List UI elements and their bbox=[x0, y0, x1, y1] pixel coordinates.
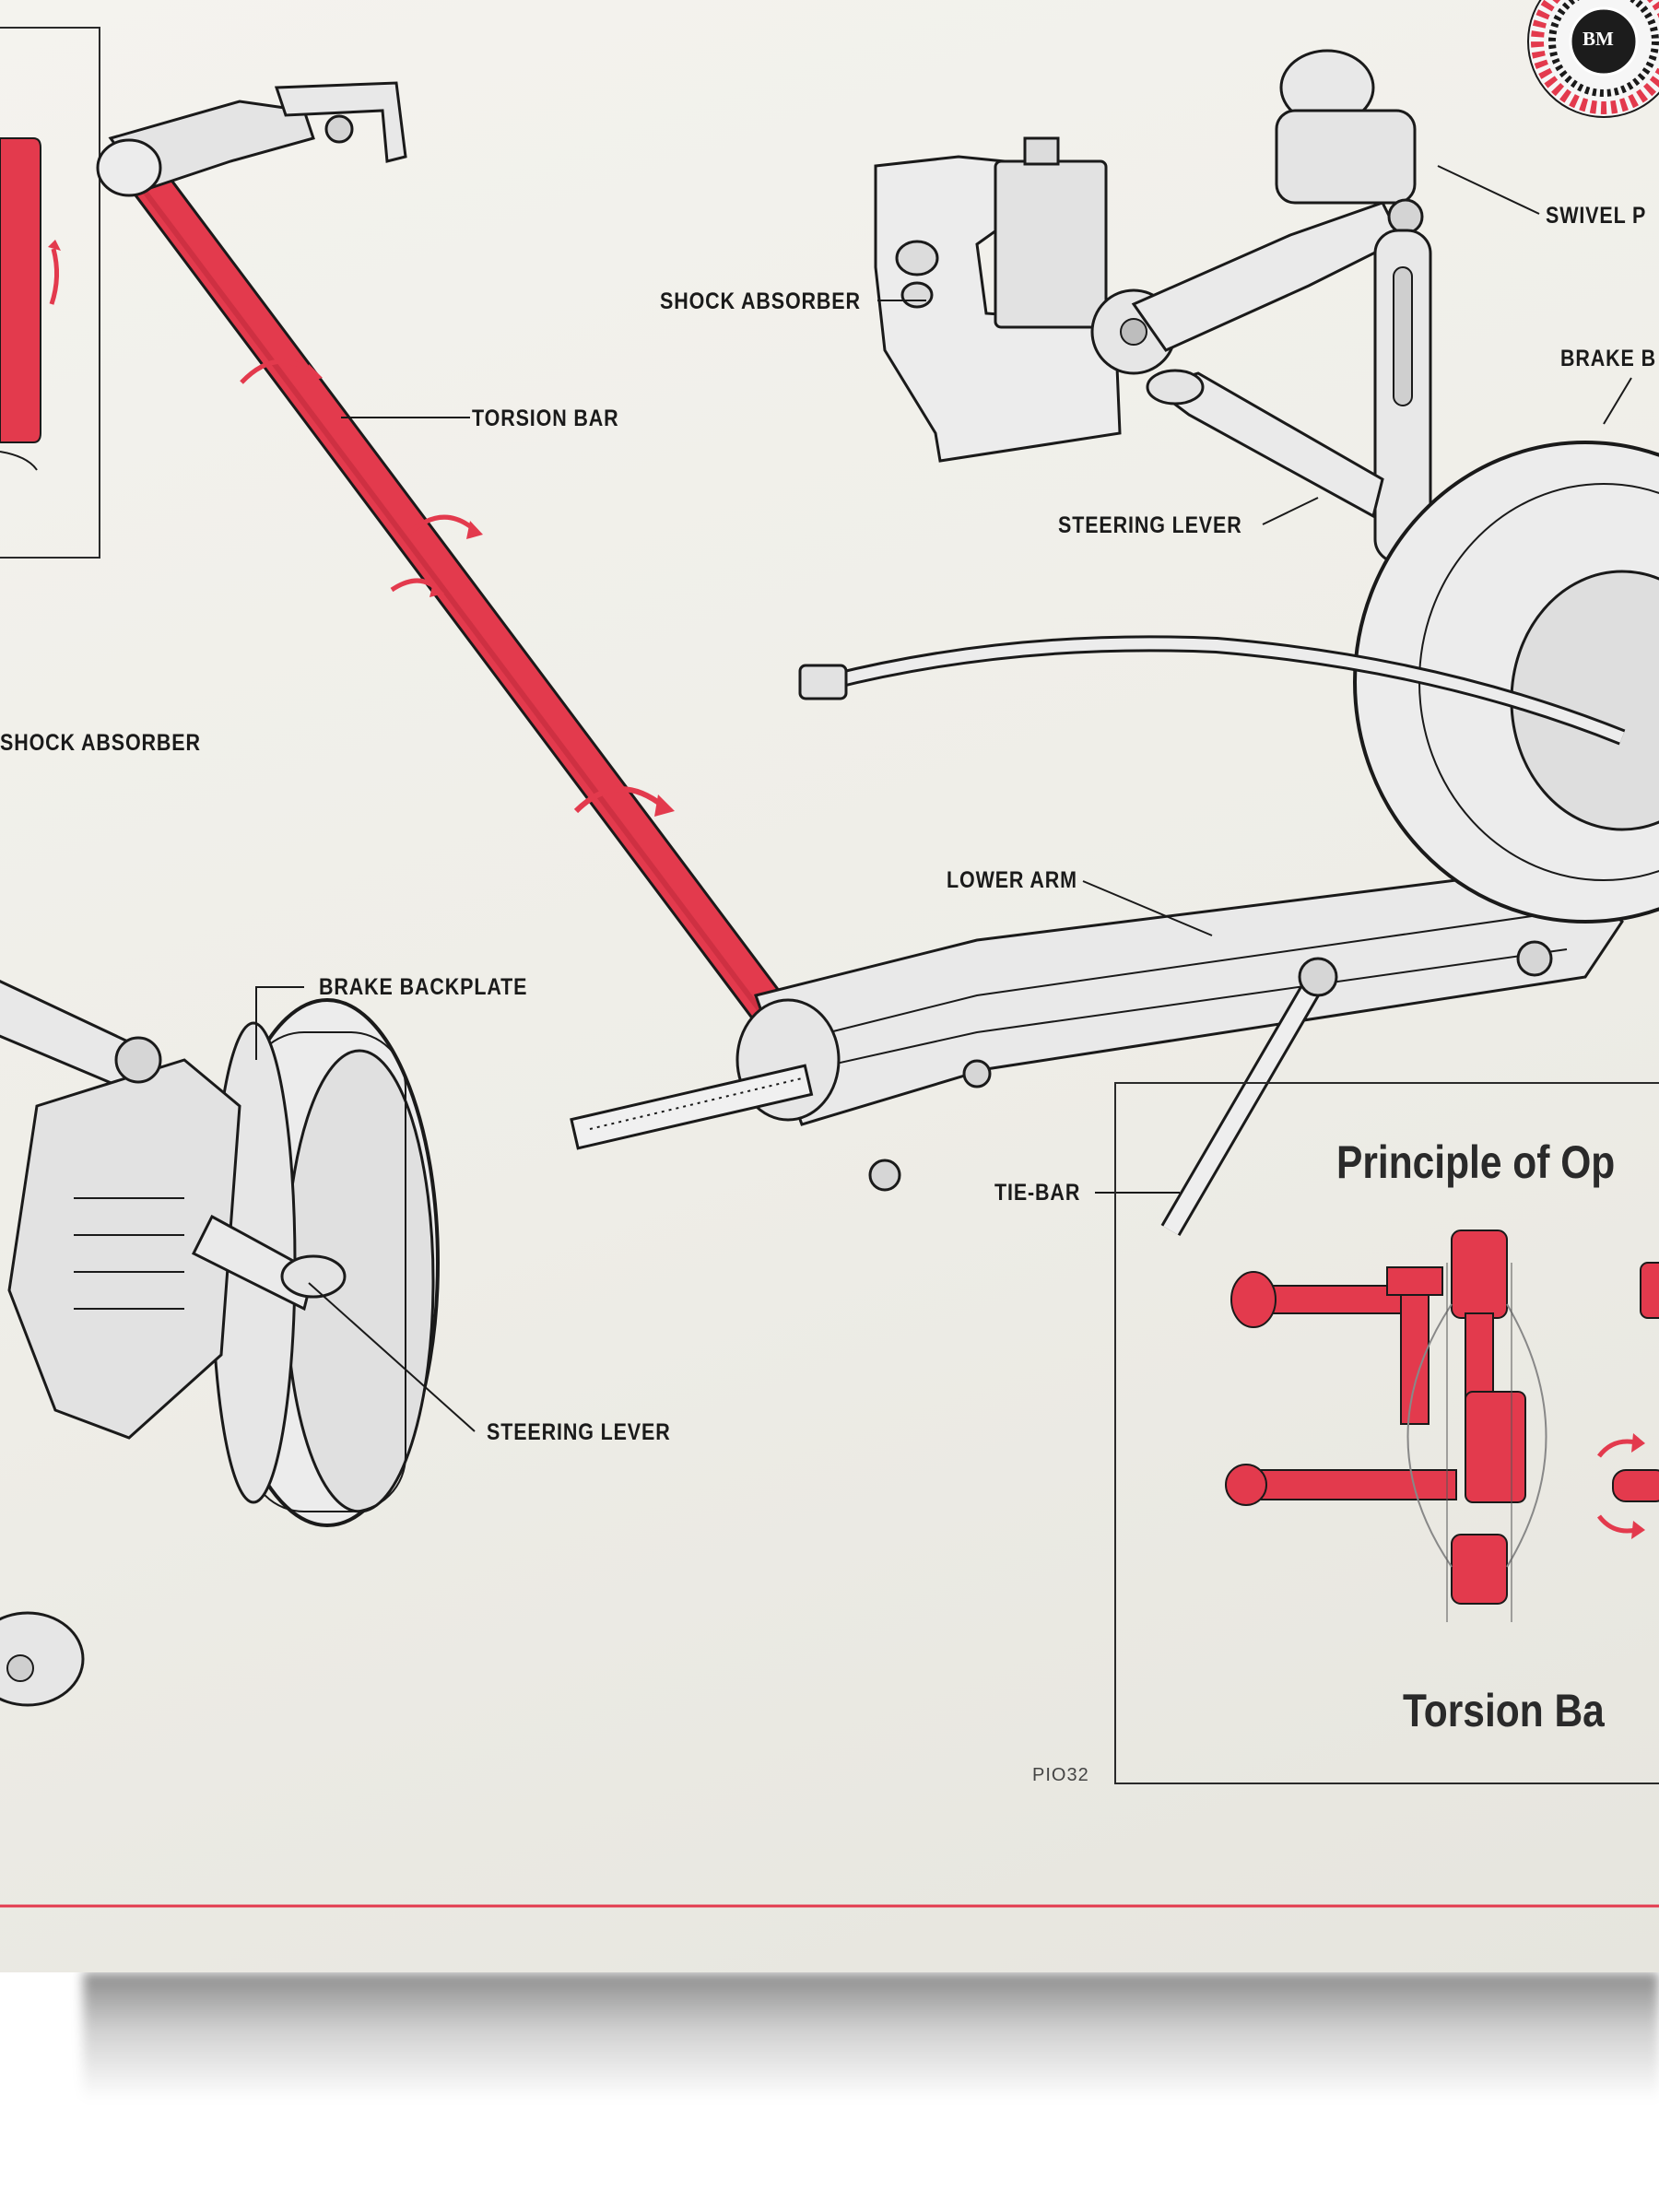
brake-hose-part bbox=[798, 635, 1626, 746]
label-lower-arm: LOWER ARM bbox=[947, 867, 1077, 893]
suspension-illustration bbox=[0, 0, 1659, 1908]
label-swivel-pin: SWIVEL P bbox=[1546, 203, 1647, 229]
poster: BM SWIVEL P SHOCK ABSORBER TORSION BAR B… bbox=[0, 0, 1659, 1972]
print-code: PIO32 bbox=[1032, 1765, 1089, 1785]
label-tie-bar: TIE-BAR bbox=[994, 1180, 1081, 1206]
leader-lines bbox=[255, 165, 1632, 1432]
inset-diagram-red bbox=[1225, 1230, 1659, 1622]
label-torsion-bar: TORSION BAR bbox=[472, 406, 619, 431]
label-steering-lever-bottom: STEERING LEVER bbox=[487, 1419, 671, 1445]
label-shock-absorber-left: SHOCK ABSORBER bbox=[0, 730, 201, 756]
steering-lever-top-part bbox=[1146, 369, 1384, 519]
poster-shadow bbox=[83, 1972, 1659, 2101]
brake-drum-top-part bbox=[1353, 441, 1659, 924]
lower-arm-part bbox=[570, 865, 1624, 1237]
shock-absorber-top-part bbox=[874, 136, 1404, 463]
brake-assembly-bottom-part bbox=[0, 980, 440, 1707]
label-brake-top: BRAKE B bbox=[1560, 346, 1656, 371]
swivel-pin-part bbox=[1275, 49, 1513, 601]
inset-subtitle: Torsion Ba bbox=[1403, 1685, 1605, 1736]
logo-text: BM bbox=[1583, 28, 1614, 50]
label-shock-absorber-top: SHOCK ABSORBER bbox=[660, 288, 861, 314]
principle-inset bbox=[1114, 1082, 1659, 1784]
label-steering-lever-top: STEERING LEVER bbox=[1058, 512, 1242, 538]
bmc-rosette-icon bbox=[1527, 0, 1659, 118]
left-inset-diagram bbox=[0, 27, 100, 559]
inset-title: Principle of Op bbox=[1336, 1136, 1616, 1188]
torsion-bar-part bbox=[96, 81, 796, 1039]
label-brake-backplate: BRAKE BACKPLATE bbox=[319, 974, 528, 1000]
